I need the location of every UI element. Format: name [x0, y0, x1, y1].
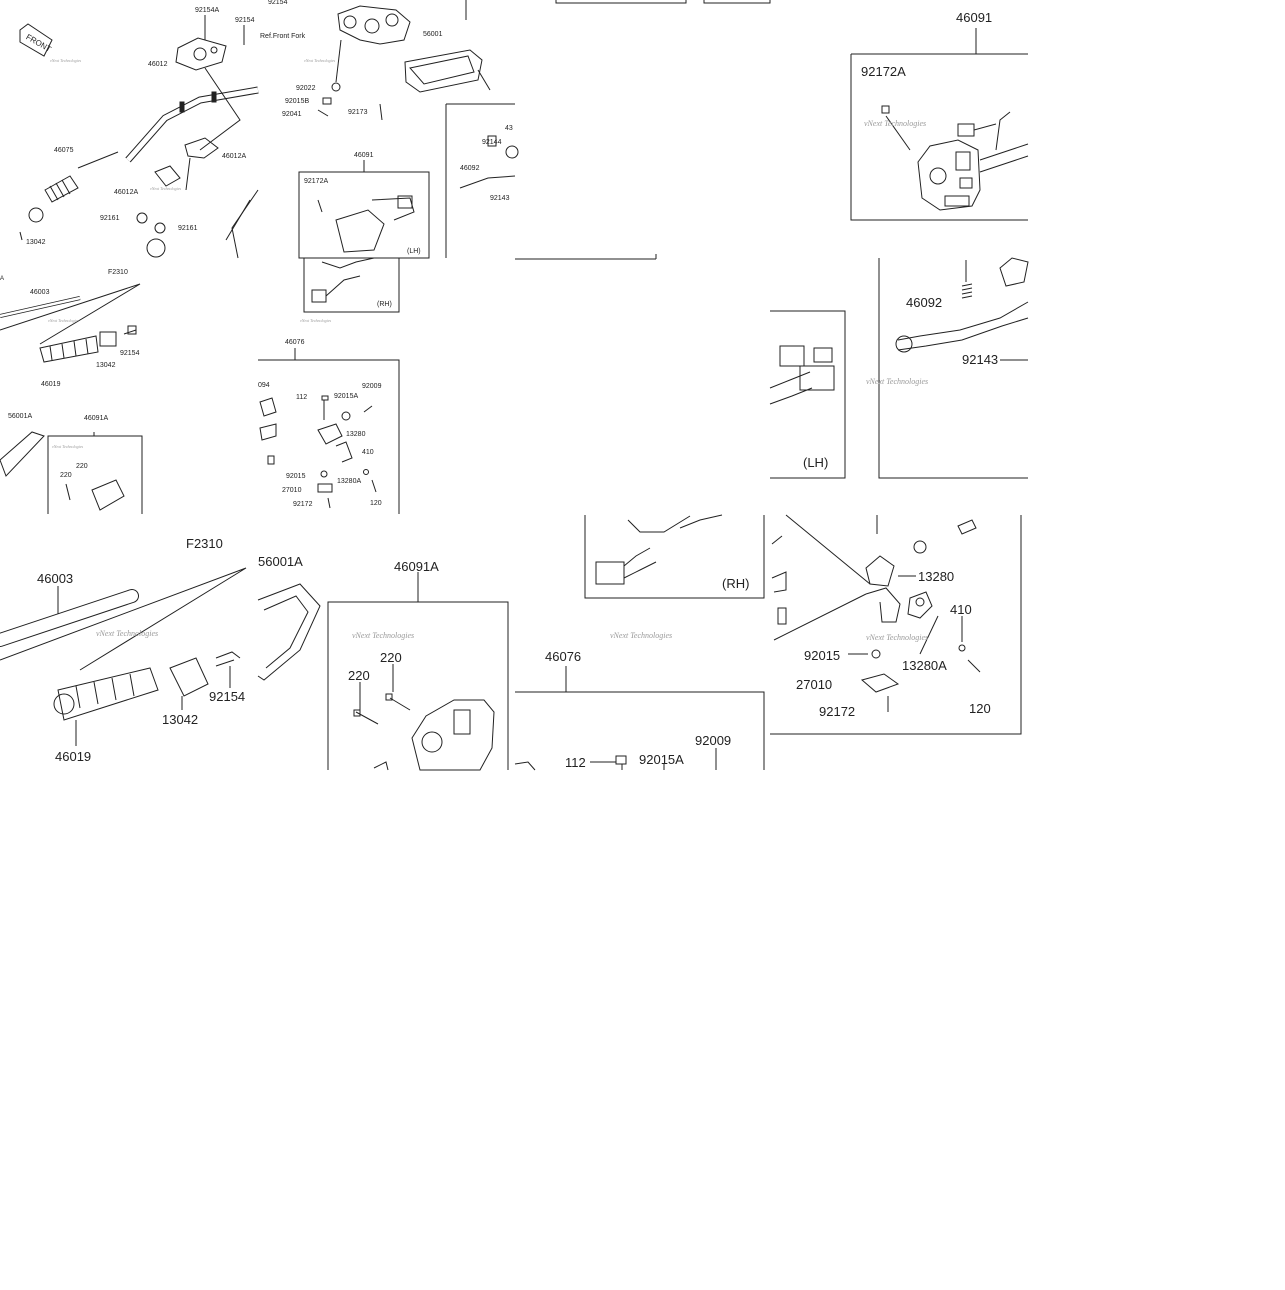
label-92041: 92041	[282, 111, 302, 118]
label-46075: 46075	[54, 147, 74, 154]
label-46091A-small: 46091A	[84, 415, 108, 422]
label-410-small: 410	[362, 449, 374, 456]
watermark-5: vNext Technologies	[864, 119, 926, 128]
label-a-small: A	[0, 276, 4, 282]
label-92009-large: 92009	[695, 733, 731, 748]
label-410-large: 410	[950, 602, 972, 617]
tile-lh-and-lever: (LH) 46092 92143 vNext Technologies	[769, 257, 1029, 479]
label-13042-small: 13042	[26, 239, 46, 246]
watermark-8: vNext Technologies	[866, 377, 928, 386]
label-92154-grip-small: 92154	[120, 350, 140, 357]
label-46091-small: 46091	[354, 152, 374, 159]
label-112-large: 112	[565, 755, 586, 770]
label-46003-small: 46003	[30, 289, 50, 296]
tile-46091A-mirror-large: 56001A 46091A 220 220 vNext Technologies	[257, 554, 509, 771]
label-rh-small: (RH)	[377, 301, 392, 308]
watermark-9: vNext Technologies	[866, 633, 928, 642]
label-92015-small: 92015	[286, 473, 306, 480]
label-27010-large: 27010	[796, 677, 832, 692]
tile-46091-switch-large: 46091 92172A vNext Technologies	[555, 0, 1029, 221]
label-094-small: 094	[258, 382, 270, 389]
label-13280-large: 13280	[918, 569, 954, 584]
label-92015A-small: 92015A	[334, 393, 358, 400]
tile-46076-header-large: 46076 112 92015A 92009 vNext Technologie…	[514, 631, 765, 771]
label-92172A-large: 92172A	[861, 64, 906, 79]
label-lh-large: (LH)	[803, 455, 828, 470]
watermark-1: vNext Technologies	[50, 58, 82, 63]
label-112-small: 112	[296, 394, 307, 401]
tile-46076-large: 13280 410 92015 13280A 27010 92172 120 v…	[770, 514, 1022, 735]
label-92154-top: 92154	[268, 0, 288, 6]
watermark-12: vNext Technologies	[610, 631, 672, 640]
tile-handlebar-overview: FRONT	[19, 7, 259, 259]
label-92161-1: 92161	[100, 215, 120, 222]
label-220a-small: 220	[76, 463, 88, 470]
tile-rh-connector: (RH)	[584, 514, 765, 599]
label-f2310-large: F2310	[186, 536, 223, 551]
watermark-4: vNext Technologies	[300, 318, 332, 323]
label-46092-large: 46092	[906, 295, 942, 310]
label-46012A-2: 46012A	[114, 189, 138, 196]
tile-fork-and-switch: 92154 Ref.Front Fork 56001 92022 92015B …	[260, 0, 519, 323]
watermark-7: vNext Technologies	[52, 444, 84, 449]
label-46003-large: 46003	[37, 571, 73, 586]
label-56001: 56001	[423, 31, 443, 38]
ref-front-fork: Ref.Front Fork	[260, 33, 306, 40]
label-220-large-b: 220	[348, 668, 370, 683]
label-46019-small: 46019	[41, 381, 61, 388]
tile-handlebar-grip-small: A F2310 46003 46019 13042 92154 56001A 4…	[0, 269, 143, 514]
label-46012A-1: 46012A	[222, 153, 246, 160]
label-92161-2: 92161	[178, 225, 198, 232]
label-92172-large: 92172	[819, 704, 855, 719]
label-92015B: 92015B	[285, 98, 309, 105]
label-92154A: 92154A	[195, 7, 219, 14]
label-92144-small: 92144	[482, 139, 502, 146]
watermark-10: vNext Technologies	[96, 629, 158, 638]
watermark-3: vNext Technologies	[304, 58, 336, 63]
label-56001A-large: 56001A	[258, 554, 303, 569]
watermark-2: vNext Technologies	[150, 186, 182, 191]
label-f2310-small: F2310	[108, 269, 128, 276]
label-46012: 46012	[148, 61, 168, 68]
label-220b-small: 220	[60, 472, 72, 479]
label-120-large: 120	[969, 701, 991, 716]
label-43-small: 43	[505, 125, 513, 132]
label-92022: 92022	[296, 85, 316, 92]
label-92009-small: 92009	[362, 383, 382, 390]
tile-46076-small: 46076 094 112 92015A 92009 13280 410 920…	[258, 339, 400, 514]
label-92015-large: 92015	[804, 648, 840, 663]
label-92143-large: 92143	[962, 352, 998, 367]
label-13042-large: 13042	[162, 712, 198, 727]
label-46076-large: 46076	[545, 649, 581, 664]
label-46092-small: 46092	[460, 165, 480, 172]
watermark-11: vNext Technologies	[352, 631, 414, 640]
label-46091-large: 46091	[956, 10, 992, 25]
label-92173: 92173	[348, 109, 368, 116]
label-56001A-small: 56001A	[8, 413, 32, 420]
label-rh-large: (RH)	[722, 576, 749, 591]
tile-handlebar-grip-large: F2310 46003 46019 13042 92154 vNext Tech…	[0, 536, 247, 764]
label-46076-small: 46076	[285, 339, 305, 346]
label-lh-small: (LH)	[407, 248, 421, 255]
label-92143-small: 92143	[490, 195, 510, 202]
label-92172A-small: 92172A	[304, 178, 328, 185]
front-badge: FRONT	[19, 23, 53, 57]
label-46091A-large: 46091A	[394, 559, 439, 574]
label-13280A-small: 13280A	[337, 478, 361, 485]
label-13280A-large: 13280A	[902, 658, 947, 673]
label-27010-small: 27010	[282, 487, 302, 494]
label-92154: 92154	[235, 17, 255, 24]
label-120-small: 120	[370, 500, 382, 507]
label-220-large-a: 220	[380, 650, 402, 665]
label-46019-large: 46019	[55, 749, 91, 764]
watermark-6: vNext Technologies	[48, 318, 80, 323]
label-92172-small: 92172	[293, 501, 313, 508]
label-13280-small: 13280	[346, 431, 366, 438]
label-92015A-large: 92015A	[639, 752, 684, 767]
label-92154-large: 92154	[209, 689, 245, 704]
label-13042-grip-small: 13042	[96, 362, 116, 369]
